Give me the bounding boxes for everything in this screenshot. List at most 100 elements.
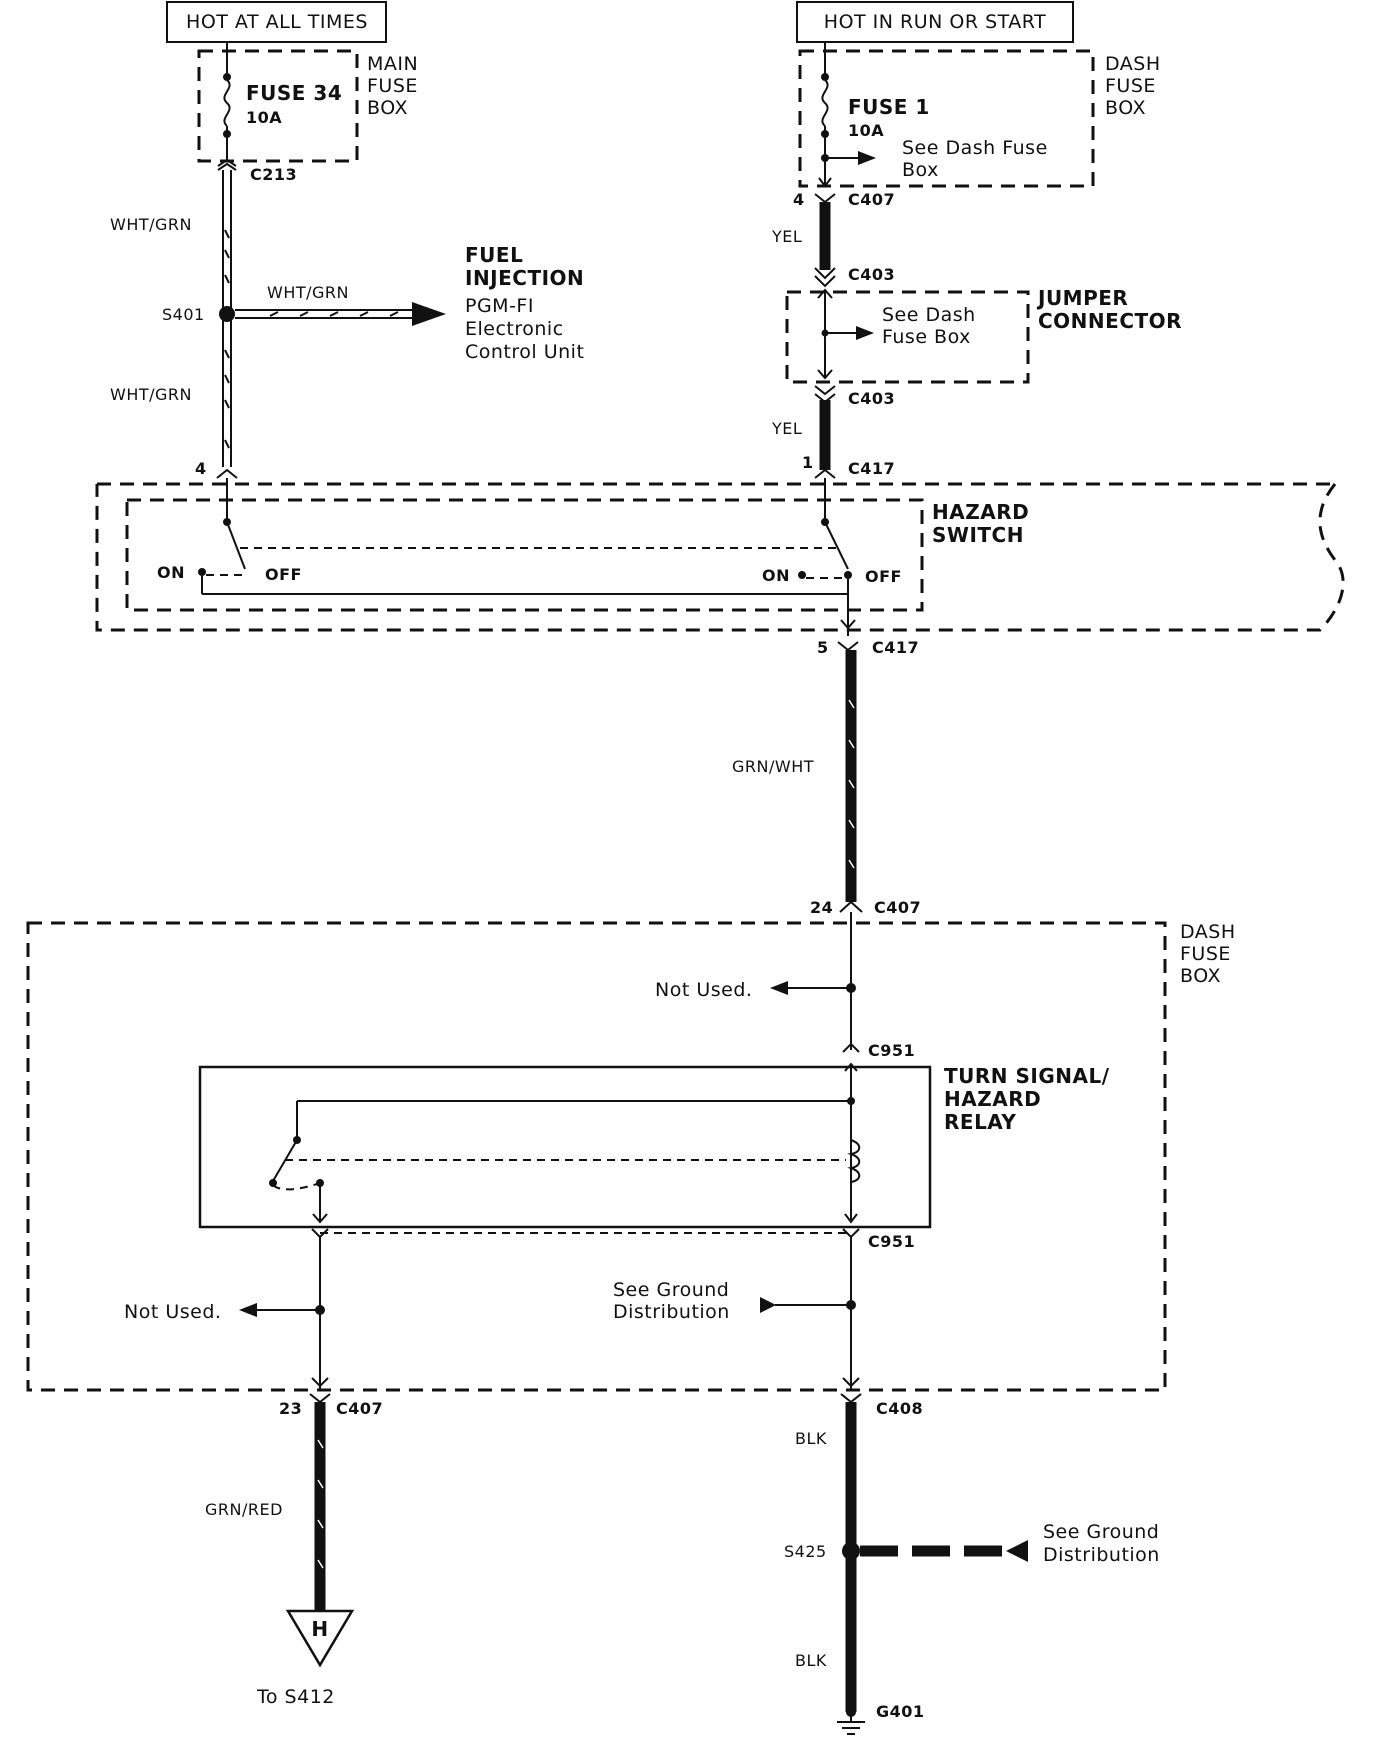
hazard-left-on: ON (157, 563, 185, 582)
jumper-title-1: JUMPER (1036, 286, 1128, 310)
connector-c403-b-label: C403 (848, 389, 895, 408)
splice-s425-label: S425 (784, 1542, 827, 1561)
splice-s425: S425 (784, 1542, 860, 1561)
not-used-label-2: Not Used. (124, 1301, 221, 1323)
fuse-34-rating: 10A (246, 108, 282, 127)
arrow-c408 (842, 1377, 860, 1388)
dash-fuse-box-top-label-2: FUSE (1105, 75, 1156, 97)
hazard-switch-title-2: SWITCH (932, 523, 1024, 547)
ground-ref-2-line-1: See Ground (1043, 1521, 1159, 1543)
wire-wht-grn-label-2: WHT/GRN (110, 385, 192, 404)
fuel-injection-line-2: Electronic (465, 318, 564, 340)
fuel-injection-line-1: PGM-FI (465, 295, 534, 317)
wire-blk-label-2: BLK (795, 1651, 827, 1670)
jumper-title-2: CONNECTOR (1038, 309, 1182, 333)
hazard-switch-title-1: HAZARD (932, 500, 1029, 524)
fuse-34-symbol (223, 73, 231, 160)
main-fuse-box-label-3: BOX (367, 97, 408, 119)
ground-g401: G401 (837, 1702, 925, 1735)
connector-c417-bottom: 5 C417 (817, 638, 919, 657)
jumper-connector: See Dash Fuse Box JUMPER CONNECTOR (785, 286, 1182, 384)
connector-c407-low: 23 C407 (279, 1393, 383, 1418)
connector-c213: C213 (217, 158, 297, 184)
relay-title-3: RELAY (944, 1110, 1016, 1134)
connector-c417-bottom-pin: 5 (817, 638, 829, 657)
dash-fuse-box-bottom-label-2: FUSE (1180, 943, 1231, 965)
wire-grn-red-label: GRN/RED (205, 1500, 283, 1519)
dash-fuse-box-bottom-label-3: BOX (1180, 965, 1221, 987)
dash-fuse-box-top-label-3: BOX (1105, 97, 1146, 119)
ground-ref-1-line-2: Distribution (613, 1301, 730, 1323)
connector-h-symbol: H (285, 1609, 355, 1668)
to-s412-label: To S412 (256, 1686, 335, 1708)
not-used-branch-2: Not Used. (124, 1301, 325, 1323)
fuse-1-ref-2: Box (902, 159, 939, 181)
connector-c951-bottom-label: C951 (868, 1232, 915, 1251)
power-source-left-label: HOT AT ALL TIMES (186, 11, 368, 33)
connector-c417-right-pin: 1 (802, 453, 814, 472)
main-fuse-box-label-2: FUSE (367, 75, 418, 97)
splice-s401: S401 (162, 305, 235, 324)
fuse-34-label: FUSE 34 (246, 81, 342, 105)
power-source-right: HOT IN RUN OR START (796, 1, 1074, 43)
wire-grn-red (314, 1402, 326, 1612)
connector-c407-mid: 24 C407 (810, 898, 921, 917)
dash-fuse-box-bottom-label-1: DASH (1180, 921, 1236, 943)
not-used-label-1: Not Used. (655, 979, 752, 1001)
connector-c407-top: 4 C407 (793, 190, 895, 209)
jumper-ref-1: See Dash (882, 304, 976, 326)
not-used-branch-1: Not Used. (655, 979, 856, 1001)
fuel-injection-block: FUEL INJECTION PGM-FI Electronic Control… (465, 243, 584, 363)
hazard-switch-housing (95, 482, 1345, 632)
arrow-c407-low (311, 1377, 329, 1388)
fuse-1-ref-1: See Dash Fuse (902, 137, 1048, 159)
jumper-ref-2: Fuse Box (882, 326, 971, 348)
main-fuse-box-label-1: MAIN (367, 53, 418, 75)
connector-c417-top-label: C417 (848, 459, 895, 478)
wire-grn-wht (845, 650, 857, 902)
connector-h-label: H (311, 1617, 328, 1641)
hazard-switch: HAZARD SWITCH ON OFF ON OFF (125, 478, 1029, 636)
ground-ref-branch-2: See Ground Distribution (860, 1521, 1159, 1566)
relay-title-1: TURN SIGNAL/ (944, 1064, 1110, 1088)
ground-g401-label: G401 (876, 1702, 925, 1721)
fuel-injection-title-2: INJECTION (465, 266, 584, 290)
connector-c407-mid-pin: 24 (810, 898, 833, 917)
fuse-1-symbol (818, 73, 876, 188)
fuse-1-rating: 10A (848, 121, 884, 140)
connector-c417-top: 4 1 C417 (195, 453, 895, 479)
fuel-injection-line-3: Control Unit (465, 341, 584, 363)
wire-yel-label-2: YEL (771, 419, 802, 438)
connector-c407-top-label: C407 (848, 190, 895, 209)
ground-ref-branch-1: See Ground Distribution (613, 1279, 856, 1323)
connector-c407-mid-label: C407 (874, 898, 921, 917)
wire-wht-grn-label-1: WHT/GRN (110, 215, 192, 234)
fuse-1-label: FUSE 1 (848, 95, 930, 119)
ground-ref-1-line-1: See Ground (613, 1279, 729, 1301)
dash-fuse-box-bottom: DASH FUSE BOX (26, 921, 1236, 1392)
hazard-right-off: OFF (865, 567, 902, 586)
turn-signal-hazard-relay: TURN SIGNAL/ HAZARD RELAY (198, 1062, 1110, 1229)
power-source-right-label: HOT IN RUN OR START (824, 11, 1046, 33)
connector-c417-bottom-label: C417 (872, 638, 919, 657)
wire-wht-grn-branch: WHT/GRN (235, 283, 446, 326)
connector-c403-b: C403 (814, 385, 895, 408)
fuel-injection-title-1: FUEL (465, 243, 523, 267)
power-source-left: HOT AT ALL TIMES (166, 1, 387, 43)
dash-fuse-box-top-label-1: DASH (1105, 53, 1161, 75)
connector-c403-a: C403 (814, 265, 895, 288)
wire-blk-label-1: BLK (795, 1429, 827, 1448)
wire-yel-label-1: YEL (771, 227, 802, 246)
relay-title-2: HAZARD (944, 1087, 1041, 1111)
splice-s401-label: S401 (162, 305, 205, 324)
wire-wht-grn-branch-label: WHT/GRN (267, 283, 349, 302)
hazard-right-on: ON (762, 566, 790, 585)
connector-c417-left-pin: 4 (195, 459, 207, 478)
connector-c403-a-label: C403 (848, 265, 895, 284)
connector-c951-bottom: C951 (311, 1228, 915, 1251)
connector-c213-label: C213 (250, 165, 297, 184)
connector-c407-low-pin: 23 (279, 1399, 302, 1418)
connector-c408-label: C408 (876, 1399, 923, 1418)
wire-grn-wht-label: GRN/WHT (732, 757, 814, 776)
